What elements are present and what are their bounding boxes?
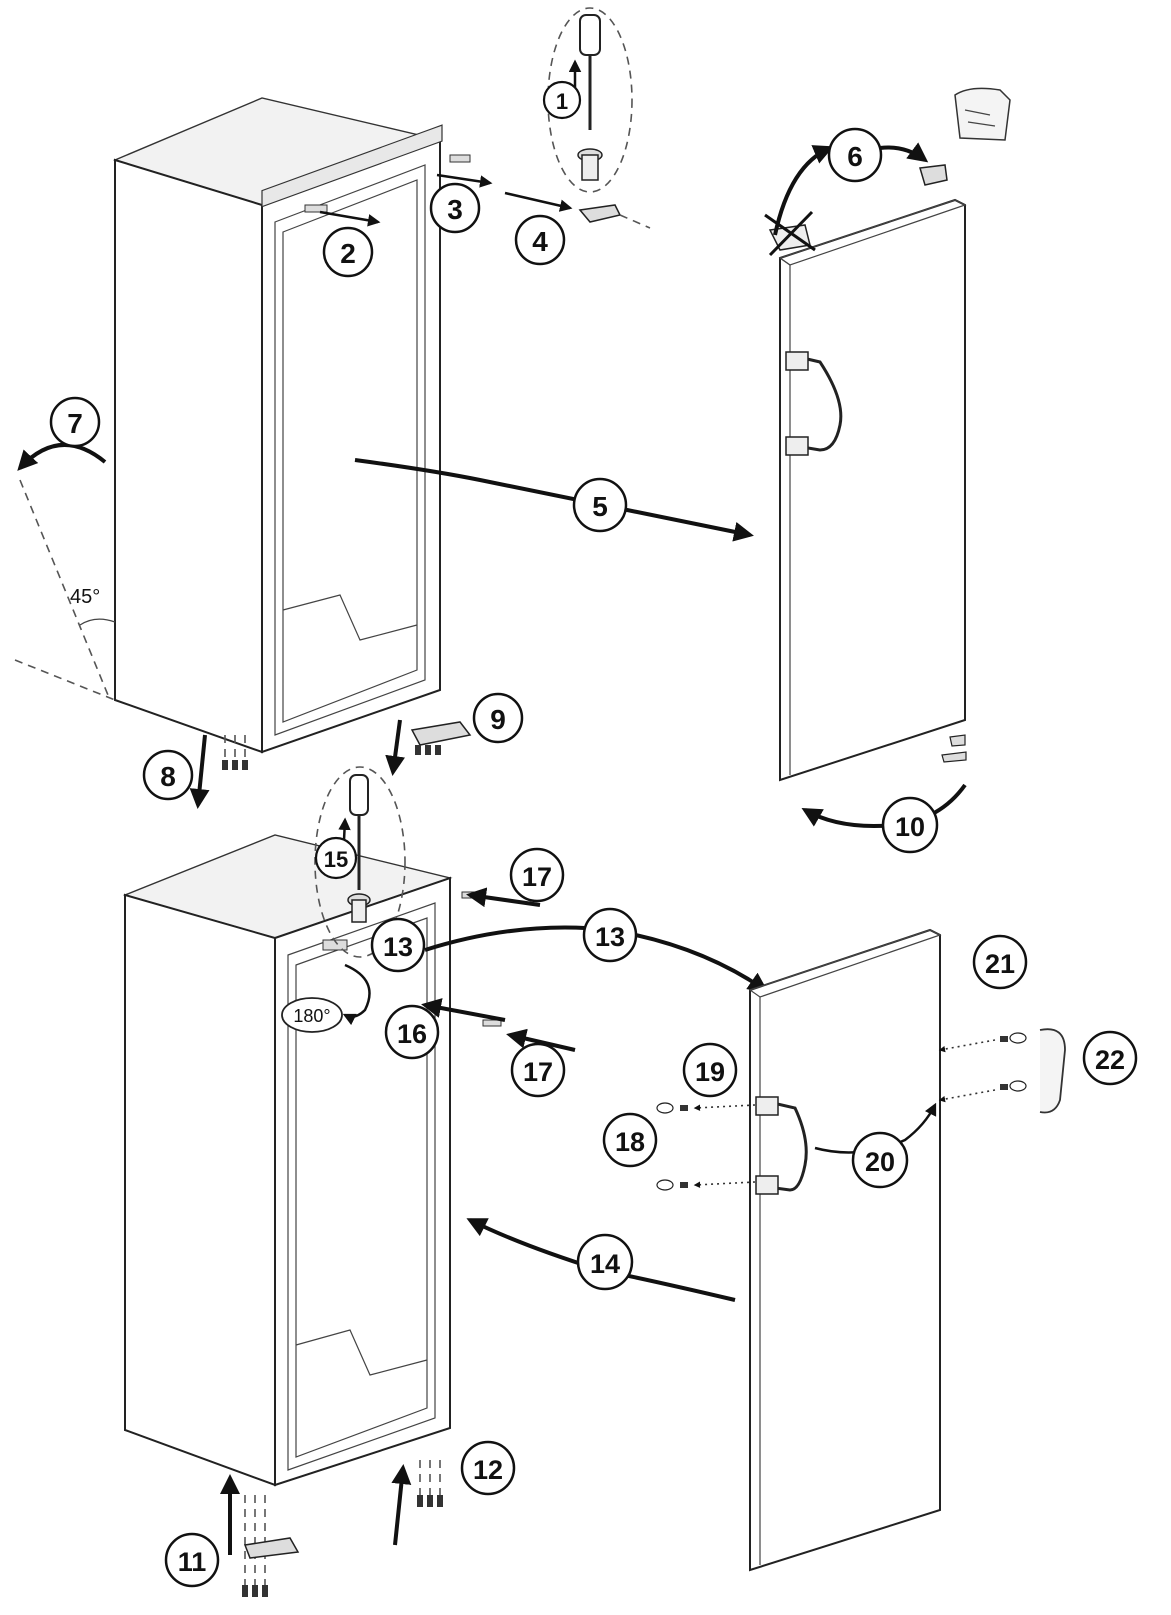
step-callout-19: 19 xyxy=(682,1042,738,1098)
svg-text:13: 13 xyxy=(595,922,625,952)
svg-text:19: 19 xyxy=(695,1057,725,1087)
step-callout-7: 7 xyxy=(49,396,101,448)
top-hinge-parts xyxy=(319,173,651,229)
svg-text:6: 6 xyxy=(847,141,863,172)
step-callout-14: 14 xyxy=(576,1233,634,1291)
svg-text:5: 5 xyxy=(592,491,608,522)
svg-text:10: 10 xyxy=(895,812,925,842)
top-fridge-cabinet xyxy=(112,97,471,754)
svg-text:15: 15 xyxy=(324,847,348,872)
svg-text:9: 9 xyxy=(490,704,506,735)
step-callout-17a: 17 xyxy=(509,847,565,903)
angle-label: 45° xyxy=(70,586,100,608)
step-callout-22: 22 xyxy=(1082,1030,1138,1086)
svg-text:18: 18 xyxy=(615,1127,645,1157)
svg-text:17: 17 xyxy=(523,1057,553,1087)
step-callout-2: 2 xyxy=(322,226,374,278)
step-callout-21: 21 xyxy=(972,934,1028,990)
svg-text:22: 22 xyxy=(1095,1045,1125,1075)
step-callout-20: 20 xyxy=(851,1131,909,1189)
svg-text:8: 8 xyxy=(160,761,176,792)
step-callout-15: 15 xyxy=(314,836,358,880)
step-callout-12: 12 xyxy=(460,1440,516,1496)
step-callout-3: 3 xyxy=(429,182,481,234)
step-callout-5: 5 xyxy=(572,477,628,533)
svg-text:20: 20 xyxy=(865,1147,895,1177)
step-callout-17b: 17 xyxy=(510,1042,566,1098)
svg-text:2: 2 xyxy=(340,238,356,269)
svg-text:1: 1 xyxy=(556,89,568,114)
removed-door xyxy=(764,87,1011,782)
step-callout-13b: 13 xyxy=(582,907,638,963)
step-callout-6: 6 xyxy=(827,127,883,183)
rotation-label: 180° xyxy=(293,1006,330,1026)
step-callout-16: 16 xyxy=(384,1004,440,1060)
svg-text:4: 4 xyxy=(532,226,548,257)
tilt-guide: 45° xyxy=(14,479,116,701)
svg-text:14: 14 xyxy=(590,1249,620,1279)
svg-text:16: 16 xyxy=(397,1019,427,1049)
svg-text:7: 7 xyxy=(67,408,83,439)
top-curved-arrows xyxy=(17,142,967,828)
step-callout-8: 8 xyxy=(142,749,194,801)
svg-text:3: 3 xyxy=(447,194,463,225)
bottom-arrows xyxy=(220,887,769,1597)
bottom-fridge-cabinet xyxy=(122,834,502,1487)
step-callouts: 1 2 3 4 5 6 7 8 9 10 11 12 13 13 14 15 1… xyxy=(49,80,1138,1588)
svg-text:21: 21 xyxy=(985,949,1015,979)
step-callout-4: 4 xyxy=(514,214,566,266)
step-callout-13a: 13 xyxy=(370,917,426,973)
reinstalled-door xyxy=(656,928,1066,1572)
screwdriver-icon xyxy=(547,7,633,193)
svg-text:11: 11 xyxy=(178,1547,207,1577)
rotation-indicator: 180° xyxy=(281,963,371,1033)
bottom-screws-top xyxy=(189,719,472,809)
step-callout-11: 11 xyxy=(164,1532,220,1588)
step-callout-1: 1 xyxy=(542,80,582,120)
step-callout-10: 10 xyxy=(881,796,939,854)
svg-text:13: 13 xyxy=(383,932,413,962)
svg-text:17: 17 xyxy=(522,862,552,892)
step-callout-18: 18 xyxy=(602,1112,658,1168)
step-callout-9: 9 xyxy=(472,692,524,744)
svg-text:12: 12 xyxy=(473,1455,503,1485)
